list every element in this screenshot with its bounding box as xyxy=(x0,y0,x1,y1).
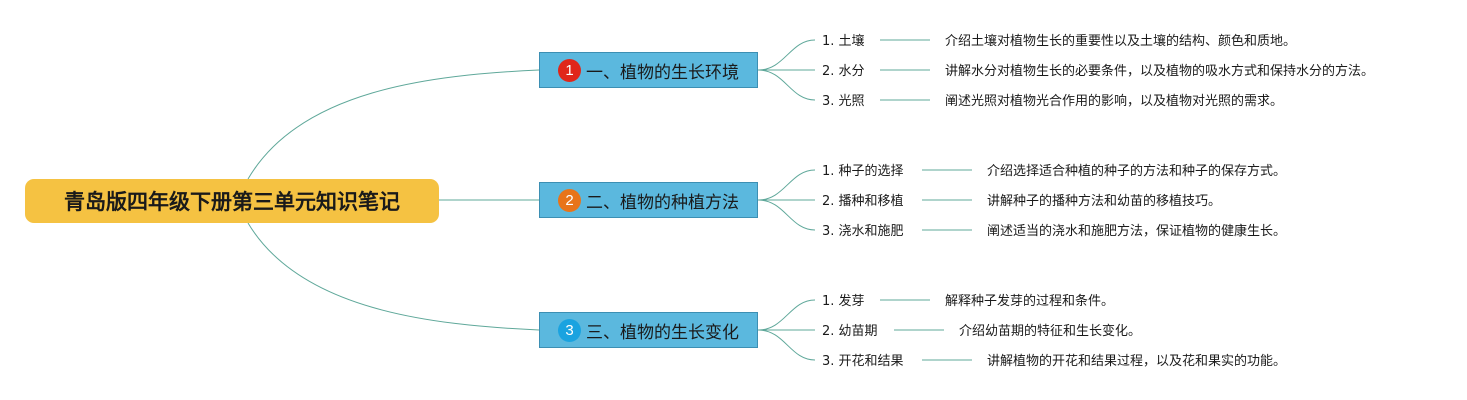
root-topic-label: 青岛版四年级下册第三单元知识笔记 xyxy=(64,190,400,214)
branch-topic-3[interactable]: 3 三、植物的生长变化 xyxy=(539,312,758,348)
leaf-desc-3-2: 介绍幼苗期的特征和生长变化。 xyxy=(959,324,1142,339)
leaf-1-1[interactable]: 1. 土壤 xyxy=(822,34,865,49)
leaf-1-2[interactable]: 2. 水分 xyxy=(822,64,865,79)
leaf-desc-2-3: 阐述适当的浇水和施肥方法，保证植物的健康生长。 xyxy=(987,224,1287,239)
root-to-branch-1-line xyxy=(247,69,540,180)
branch-label-1: 一、植物的生长环境 xyxy=(586,62,739,83)
number-badge-3: 3 xyxy=(558,318,581,342)
branch-topic-1[interactable]: 1 一、植物的生长环境 xyxy=(539,52,758,88)
leaf-desc-2-1: 介绍选择适合种植的种子的方法和种子的保存方式。 xyxy=(987,164,1287,179)
root-to-branch-3-line xyxy=(247,222,540,331)
leaf-desc-3-3: 讲解植物的开花和结果过程，以及花和果实的功能。 xyxy=(987,354,1287,369)
number-badge-2: 2 xyxy=(558,188,581,212)
root-topic[interactable]: 青岛版四年级下册第三单元知识笔记 xyxy=(25,179,439,223)
leaf-2-3[interactable]: 3. 浇水和施肥 xyxy=(822,224,904,239)
leaf-3-1[interactable]: 1. 发芽 xyxy=(822,294,865,309)
branch-to-leaf-line-1-3 xyxy=(757,69,816,101)
leaf-desc-3-1: 解释种子发芽的过程和条件。 xyxy=(945,294,1115,309)
branch-to-leaf-line-1-1 xyxy=(757,39,816,71)
branch-to-leaf-line-3-3 xyxy=(757,329,816,361)
number-badge-1: 1 xyxy=(558,58,581,82)
branch-to-leaf-line-3-1 xyxy=(757,299,816,331)
branch-topic-2[interactable]: 2 二、植物的种植方法 xyxy=(539,182,758,218)
branch-to-leaf-line-2-1 xyxy=(757,169,816,201)
branch-to-leaf-line-2-3 xyxy=(757,199,816,231)
leaf-3-2[interactable]: 2. 幼苗期 xyxy=(822,324,878,339)
leaf-1-3[interactable]: 3. 光照 xyxy=(822,94,865,109)
leaf-2-1[interactable]: 1. 种子的选择 xyxy=(822,164,904,179)
leaf-3-3[interactable]: 3. 开花和结果 xyxy=(822,354,904,369)
leaf-desc-1-2: 讲解水分对植物生长的必要条件，以及植物的吸水方式和保持水分的方法。 xyxy=(945,64,1375,79)
leaf-desc-1-1: 介绍土壤对植物生长的重要性以及土壤的结构、颜色和质地。 xyxy=(945,34,1297,49)
leaf-desc-2-2: 讲解种子的播种方法和幼苗的移植技巧。 xyxy=(987,194,1222,209)
leaf-desc-1-3: 阐述光照对植物光合作用的影响，以及植物对光照的需求。 xyxy=(945,94,1284,109)
branch-label-3: 三、植物的生长变化 xyxy=(586,322,739,343)
leaf-2-2[interactable]: 2. 播种和移植 xyxy=(822,194,904,209)
branch-label-2: 二、植物的种植方法 xyxy=(586,192,739,213)
